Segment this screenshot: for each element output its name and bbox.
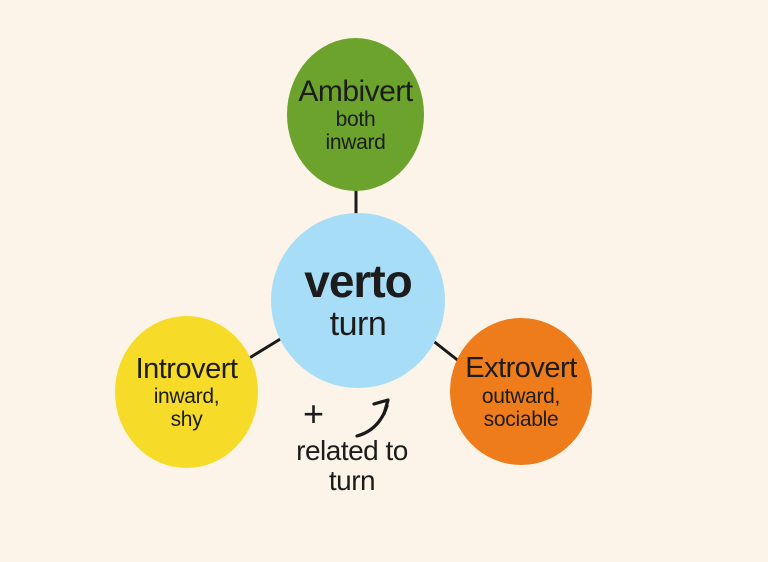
note-line-2: turn <box>328 465 376 496</box>
ambivert-meaning-line-2: inward <box>325 131 386 155</box>
root-word: verto <box>304 254 412 307</box>
extrovert-circle: Extrovert outward, sociable <box>450 318 592 465</box>
ambivert-circle: Ambivert both inward <box>287 38 424 191</box>
ambivert-word: Ambivert <box>298 74 413 108</box>
plus-sign: + <box>303 393 325 434</box>
connector-root-extrovert <box>430 338 462 364</box>
root-word-circle: verto turn <box>271 213 445 388</box>
extrovert-meaning-line-2: sociable <box>483 407 559 431</box>
introvert-meaning-line-1: inward, <box>153 385 220 409</box>
connector-root-introvert <box>249 336 284 359</box>
related-to-turn-note: related to turn <box>272 436 432 496</box>
introvert-meaning-line-2: shy <box>170 408 203 432</box>
extrovert-word: Extrovert <box>465 352 577 385</box>
note-line-1: related to <box>296 435 408 466</box>
ambivert-meaning-line-1: both <box>335 108 376 132</box>
root-word-meaning: turn <box>329 305 387 344</box>
curved-arrow-icon <box>355 398 390 438</box>
extrovert-meaning-line-1: outward, <box>481 384 561 408</box>
introvert-circle: Introvert inward, shy <box>115 316 258 468</box>
introvert-word: Introvert <box>135 352 238 385</box>
